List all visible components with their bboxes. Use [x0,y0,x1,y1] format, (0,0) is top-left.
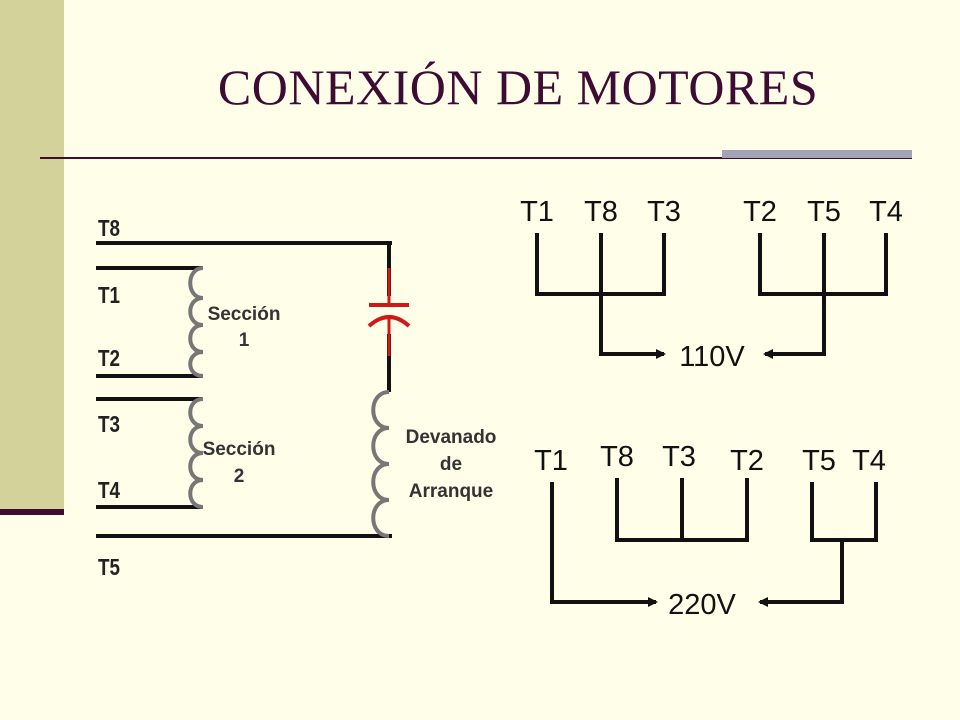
terminal-label-t1: T1 [98,283,120,308]
connection-110v: T1 T8 T3 T2 T5 T4 110V [520,196,903,373]
terminal-label-t3: T3 [98,412,120,437]
conn220-label-t4: T4 [852,445,886,477]
starting-winding-label-line2: de [440,454,462,475]
starting-winding-coil [371,390,390,538]
conn220-label-t8: T8 [600,441,634,473]
conn220-label-t2: T2 [730,445,764,477]
conn110-bus-a [535,233,666,296]
conn220-bus-right [810,482,878,542]
conn110-bus-b [758,233,888,296]
connection-220v: T1 T8 T3 T2 T5 T4 220V [534,441,886,621]
conn110-arrow-a [599,294,666,359]
terminal-label-t5: T5 [98,555,120,580]
side-accent-mark [0,509,64,515]
conn110-label-t8: T8 [584,196,618,228]
conn110-voltage-label: 110V [679,341,745,373]
terminal-label-t8: T8 [98,216,120,241]
section-2-coil [188,397,204,509]
capacitor-symbol [367,268,411,356]
title-rule-accent [722,150,912,158]
terminal-label-t4: T4 [98,478,120,503]
conn110-label-t4: T4 [869,196,903,228]
section-1-coil [188,266,204,378]
conn110-label-t1: T1 [520,196,554,228]
motor-schematic: T8 T1 T2 T3 T4 T5 Secci [96,216,496,580]
conn110-label-t3: T3 [647,196,681,228]
conn220-arrow-right [758,540,844,607]
conn220-arrow-t1 [550,482,658,607]
section-2-label-line2: 2 [234,466,245,487]
conn110-label-t2: T2 [743,196,777,228]
conn110-arrow-b [763,294,826,359]
starting-winding-label-line3: Arranque [409,481,493,502]
title-rule [40,157,912,159]
terminal-label-t2: T2 [98,346,120,371]
conn220-label-t1: T1 [534,445,568,477]
section-2-label-line1: Sección [203,439,276,460]
conn220-bus-middle [615,478,749,542]
slide-title: CONEXIÓN DE MOTORES [217,59,819,115]
conn220-label-t5: T5 [802,445,836,477]
conn110-label-t5: T5 [807,196,841,228]
starting-winding-label-line1: Devanado [406,427,497,448]
section-1-label-line1: Sección [208,304,281,325]
conn220-voltage-label: 220V [668,589,736,621]
conn220-label-t3: T3 [662,441,696,473]
side-band [0,0,64,512]
section-1-label-line2: 1 [239,330,250,351]
